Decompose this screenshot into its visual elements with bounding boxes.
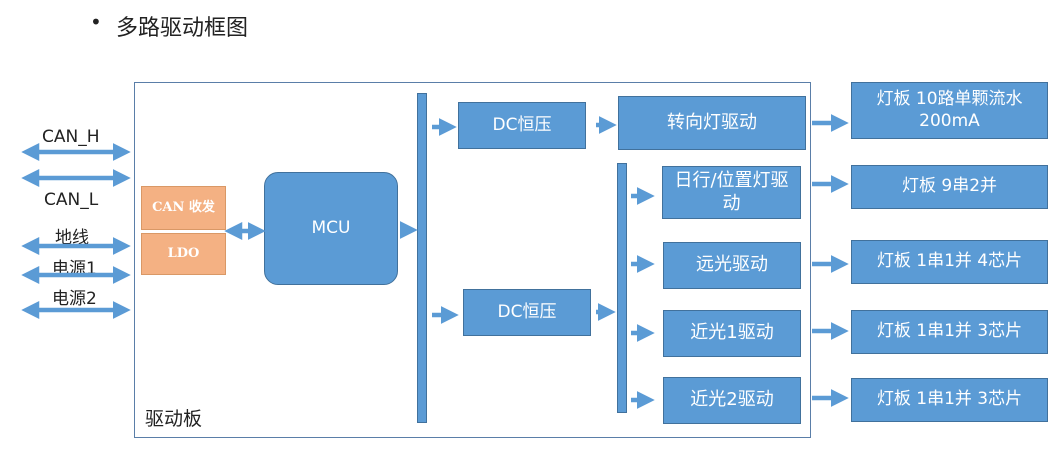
dc-regulator-bottom: DC恒压	[463, 289, 591, 336]
signal-label-can-l: CAN_L	[44, 190, 99, 210]
dc-regulator-top: DC恒压	[458, 102, 586, 149]
low-beam-1-driver-label: 近光1驱动	[690, 322, 774, 344]
mcu-block: MCU	[264, 172, 398, 285]
lamp-panel-low2: 灯板 1串1并 3芯片	[851, 378, 1048, 422]
dc-regulator-top-label: DC恒压	[492, 114, 552, 135]
lamp-panel-drl-label: 灯板 9串2并	[901, 176, 998, 197]
low-beam-2-driver: 近光2驱动	[663, 377, 801, 424]
dc-regulator-bottom-label: DC恒压	[497, 301, 557, 322]
driver-board	[134, 82, 811, 438]
lamp-panel-low1: 灯板 1串1并 3芯片	[851, 310, 1048, 354]
lamp-panel-drl: 灯板 9串2并	[851, 165, 1048, 209]
lamp-panel-turn-line2: 200mA	[919, 110, 980, 131]
main-bus-bar	[417, 93, 427, 423]
turn-signal-driver-label: 转向灯驱动	[667, 111, 757, 133]
lamp-panel-low2-label: 灯板 1串1并 3芯片	[876, 389, 1023, 410]
high-beam-driver-label: 远光驱动	[696, 254, 768, 276]
turn-signal-driver: 转向灯驱动	[618, 96, 806, 150]
drl-position-driver-label: 日行/位置灯驱动	[674, 170, 789, 214]
lamp-panel-low1-label: 灯板 1串1并 3芯片	[876, 321, 1023, 342]
page-title: 多路驱动框图	[116, 16, 249, 41]
lamp-panel-high: 灯板 1串1并 4芯片	[851, 240, 1048, 284]
title-bullet: •	[90, 10, 102, 34]
ldo-label: LDO	[167, 246, 200, 262]
high-beam-driver: 远光驱动	[663, 242, 801, 289]
can-transceiver-block: CAN 收发	[141, 186, 226, 230]
mcu-label: MCU	[311, 217, 351, 238]
lamp-bus-bar	[617, 163, 627, 413]
lamp-panel-high-label: 灯板 1串1并 4芯片	[876, 251, 1023, 272]
lamp-panel-turn: 灯板 10路单颗流水 200mA	[851, 82, 1048, 139]
signal-label-can-h: CAN_H	[42, 127, 100, 147]
can-transceiver-label: CAN 收发	[152, 200, 215, 216]
low-beam-2-driver-label: 近光2驱动	[690, 389, 774, 411]
lamp-panel-turn-line1: 灯板 10路单颗流水	[876, 89, 1023, 110]
ldo-block: LDO	[141, 233, 226, 275]
low-beam-1-driver: 近光1驱动	[663, 310, 801, 357]
board-label: 驱动板	[145, 408, 203, 430]
drl-position-driver: 日行/位置灯驱动	[662, 166, 801, 219]
